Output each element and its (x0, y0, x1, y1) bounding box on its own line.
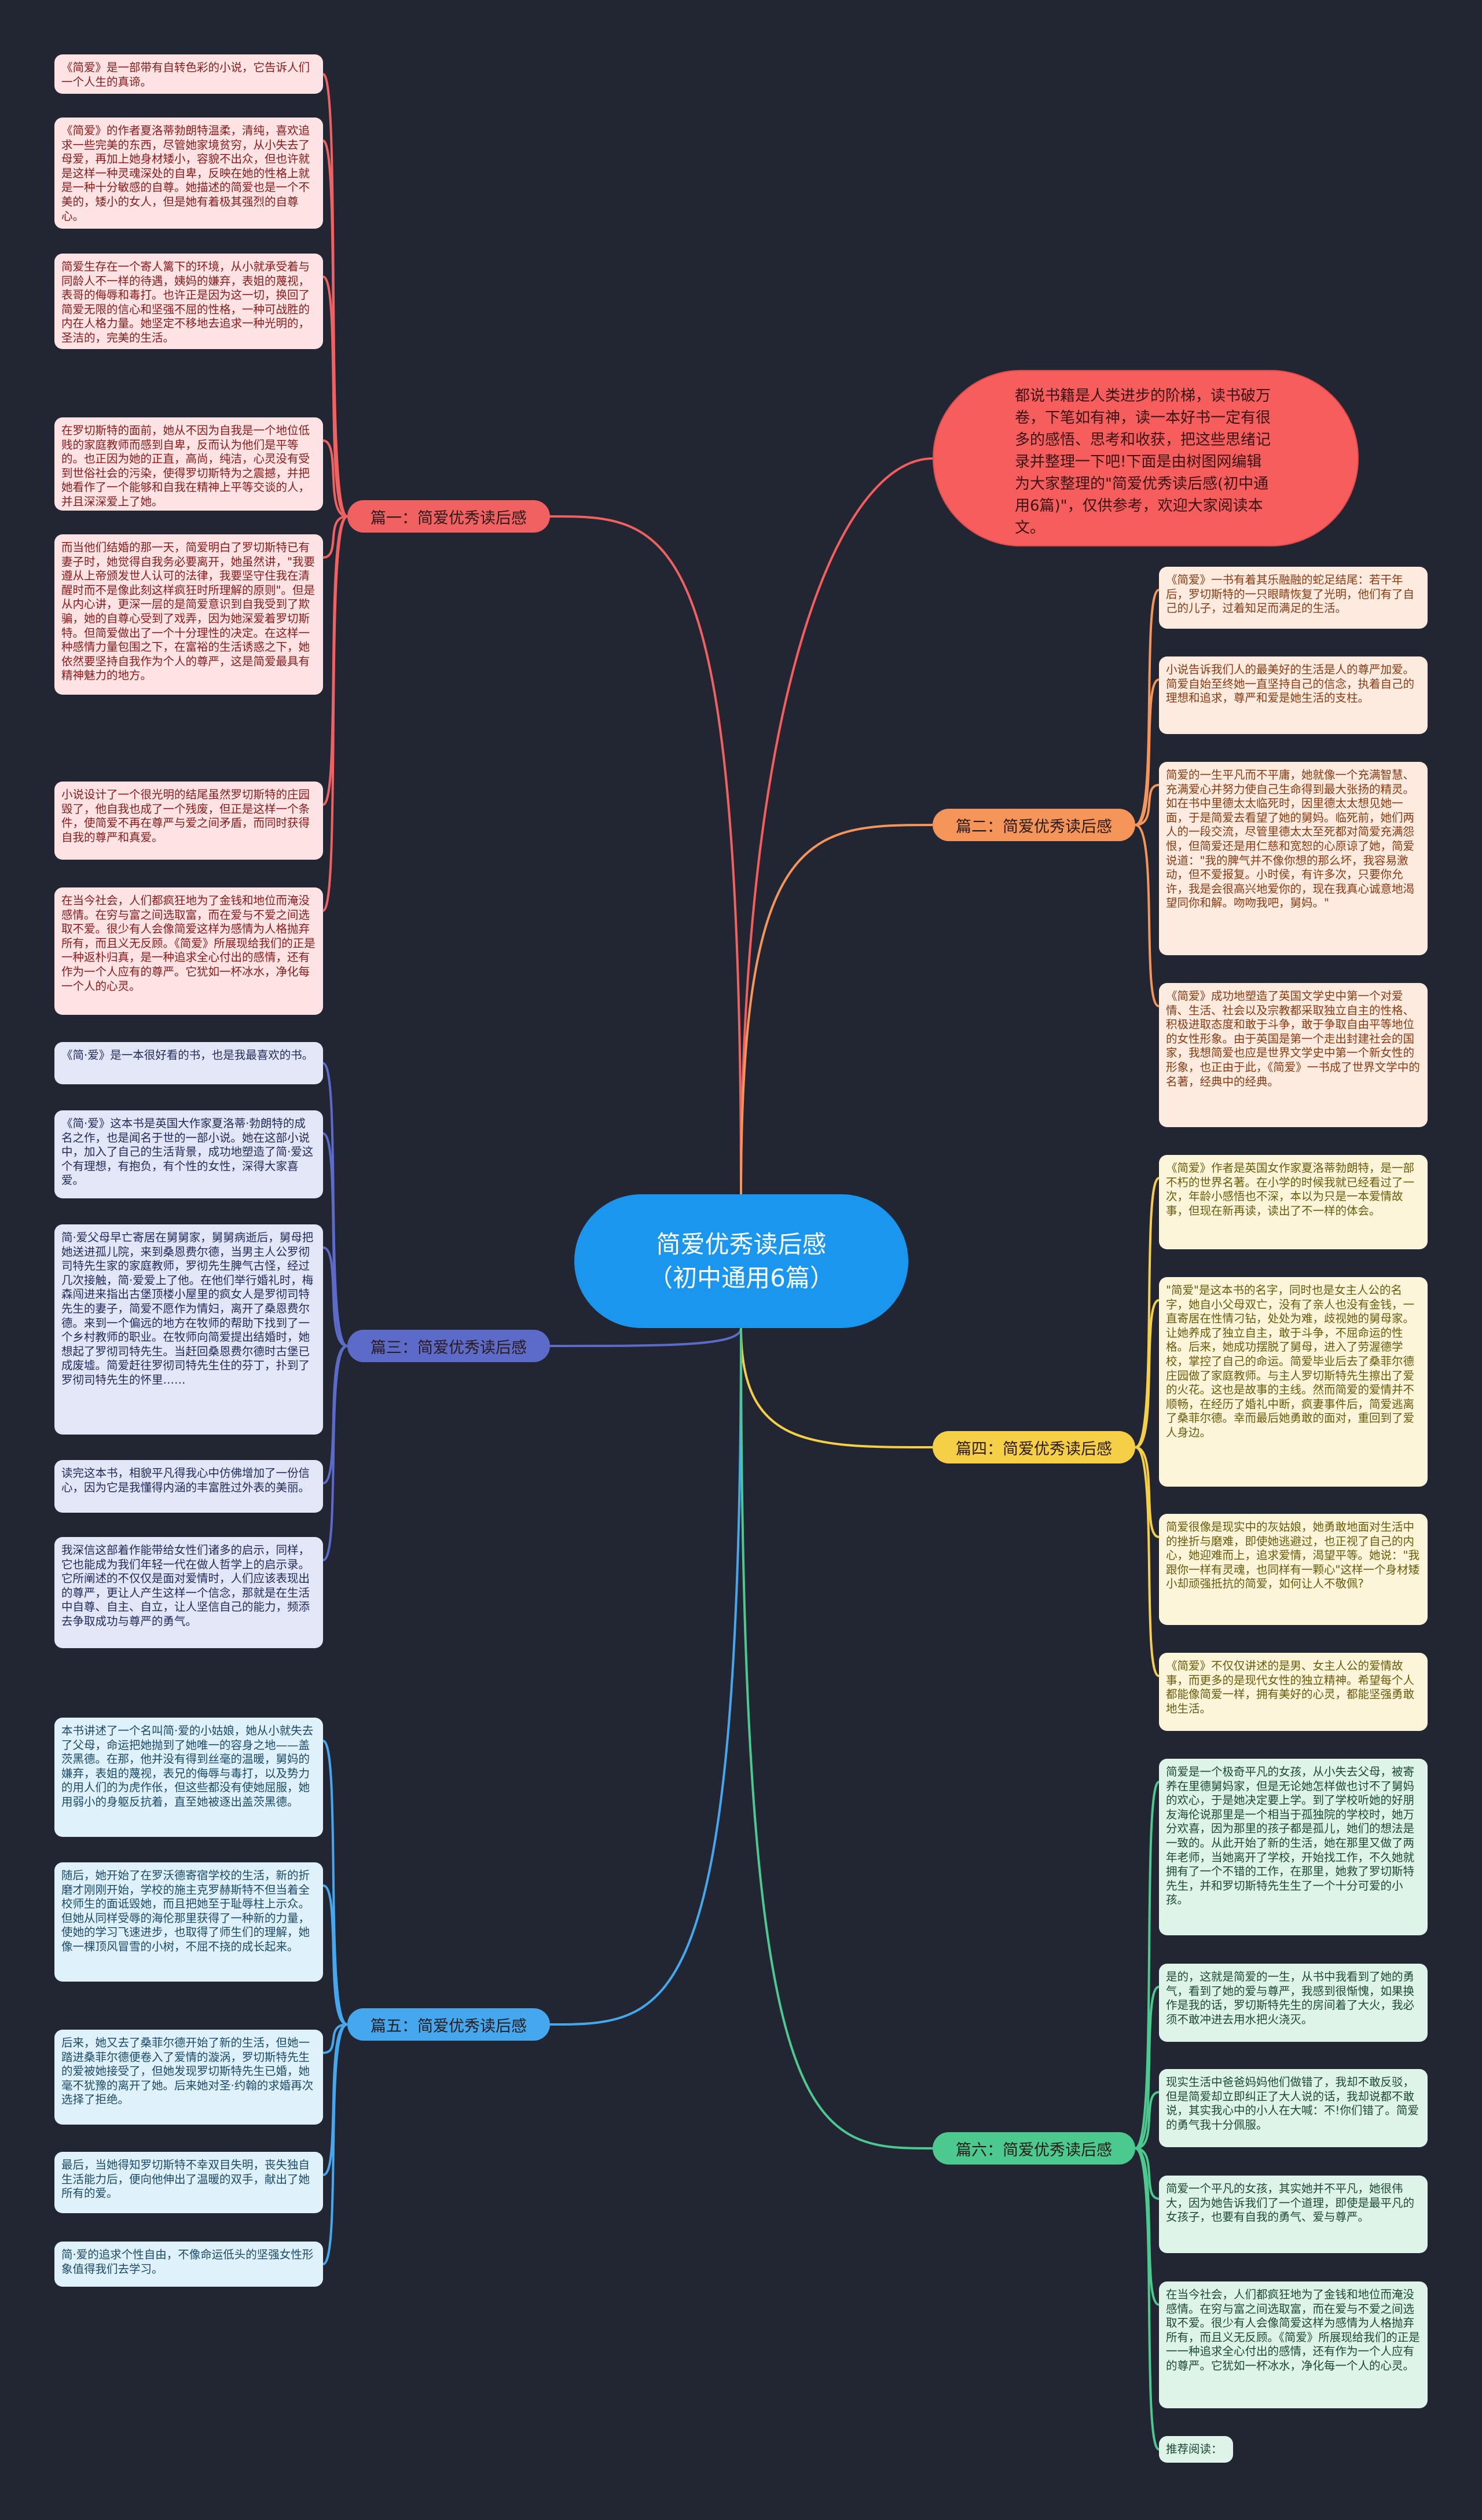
branch-leaf-connector (322, 140, 348, 518)
branch-six[interactable]: 篇六：简爱优秀读后感 (933, 2132, 1135, 2165)
root-branch-connector (740, 1327, 933, 1448)
leaf-note[interactable]: 是的，这就是简爱的一生，从书中我看到了她的勇气，看到了她的爱与尊严，我感到很惭愧… (1159, 1964, 1428, 2042)
root-branch-connector (740, 1327, 933, 2149)
branch-leaf-connector (322, 515, 348, 806)
branch-leaf-connector (1135, 1177, 1160, 1448)
leaf-note[interactable]: 简爱的一生平凡而不平庸，她就像一个充满智慧、充满爱心并努力使自己生命得到最大张扬… (1159, 762, 1428, 955)
leaf-note[interactable]: 在当今社会，人们都疯狂地为了金钱和地位而淹没感情。在穷与富之间选取富，而在爱与不… (54, 887, 323, 1015)
branch-leaf-connector (322, 1740, 348, 2026)
leaf-note[interactable]: 《简爱》的作者夏洛蒂勃朗特温柔，清纯，喜欢追求一些完美的东西，尽管她家境贫穷，从… (54, 118, 323, 229)
leaf-note[interactable]: 《简爱》成功地塑造了英国文学史中第一个对爱情、生活、社会以及宗教都采取独立自主的… (1159, 983, 1428, 1127)
branch-leaf-connector (1135, 1781, 1160, 2149)
leaf-note[interactable]: 简爱生存在一个寄人篱下的环境，从小就承受着与同龄人不一样的待遇，姨妈的嫌弃，表姐… (54, 254, 323, 349)
branch-leaf-connector (1135, 1986, 1160, 2149)
root-branch-connector (549, 1327, 742, 2026)
leaf-note[interactable]: 在罗切斯特的面前，她从不因为自我是一个地位低贱的家庭教师而感到自卑，反而认为他们… (54, 417, 323, 511)
branch-leaf-connector (1135, 1299, 1160, 1448)
branch-leaf-connector (322, 2023, 348, 2054)
branch-one[interactable]: 篇一：简爱优秀读后感 (347, 500, 550, 533)
leaf-note[interactable]: 随后，她开始了在罗沃德寄宿学校的生活，新的折磨才刚刚开始，学校的施主克罗赫斯特不… (54, 1862, 323, 1982)
root-branch-connector (549, 1327, 742, 1347)
branch-leaf-connector (322, 1345, 348, 1561)
leaf-note[interactable]: 最后，当她得知罗切斯特不幸双目失明，丧失独自生活能力后，便向他伸出了温暖的双手，… (54, 2152, 323, 2213)
branch-three[interactable]: 篇三：简爱优秀读后感 (347, 1330, 550, 1362)
branch-leaf-connector (1135, 1446, 1160, 1538)
leaf-note[interactable]: 《简爱》不仅仅讲述的是男、女主人公的爱情故事，而更多的是现代女性的独立精神。希望… (1159, 1653, 1428, 1731)
branch-leaf-connector (322, 1132, 348, 1347)
root-branch-connector (740, 824, 933, 1195)
root-branch-connector (549, 515, 742, 1195)
branch-leaf-connector (322, 276, 348, 518)
branch-leaf-connector (1135, 2147, 1160, 2200)
leaf-note[interactable]: 小说设计了一个很光明的结尾虽然罗切斯特的庄园毁了，他自我也成了一个残废，但正是这… (54, 782, 323, 860)
branch-leaf-connector (1135, 824, 1160, 1007)
intro-connector (740, 457, 933, 1195)
branch-leaf-connector (1135, 2147, 1160, 2306)
branch-leaf-connector (322, 1246, 348, 1347)
leaf-note[interactable]: 简·爱的追求个性自由，不像命运低头的坚强女性形象值得我们去学习。 (54, 2242, 323, 2287)
branch-leaf-connector (1135, 678, 1160, 826)
recommended-reading-node[interactable]: 推荐阅读： (1159, 2436, 1233, 2463)
leaf-note[interactable]: 本书讲述了一个名叫简·爱的小姑娘，她从小就失去了父母，命运把她抛到了她唯一的容身… (54, 1718, 323, 1837)
leaf-note[interactable]: 《简·爱》是一本很好看的书，也是我最喜欢的书。 (54, 1042, 323, 1084)
branch-leaf-connector (322, 1345, 348, 1484)
leaf-note[interactable]: 而当他们结婚的那一天，简爱明白了罗切斯特已有妻子时，她觉得自我务必要离开，她虽然… (54, 534, 323, 695)
leaf-note[interactable]: 简·爱父母早亡寄居在舅舅家，舅舅病逝后，舅母把她送进孤儿院，来到桑恩费尔德，当男… (54, 1224, 323, 1435)
branch-leaf-connector (1135, 2091, 1160, 2149)
leaf-note[interactable]: 现实生活中爸爸妈妈他们做错了，我却不敢反驳，但是简爱却立即纠正了大人说的话，我却… (1159, 2069, 1428, 2147)
branch-leaf-connector (322, 73, 349, 518)
branch-leaf-connector (322, 1062, 348, 1347)
leaf-note[interactable]: 读完这本书，相貌平凡得我心中仿佛增加了一份信心，因为它是我懂得内涵的丰富胜过外表… (54, 1460, 323, 1513)
leaf-note[interactable]: 《简·爱》这本书是英国大作家夏洛蒂·勃朗特的成名之作，也是闻名于世的一部小说。她… (54, 1110, 323, 1198)
leaf-note[interactable]: 简爱是一个极奇平凡的女孩，从小失去父母，被寄养在里德舅妈家，但是无论她怎样做也讨… (1159, 1759, 1428, 1935)
leaf-note[interactable]: 《简爱》是一部带有自转色彩的小说，它告诉人们一个人生的真谛。 (54, 54, 323, 94)
branch-five[interactable]: 篇五：简爱优秀读后感 (347, 2008, 550, 2041)
branch-leaf-connector (322, 2023, 348, 2176)
leaf-note[interactable]: 《简爱》一书有着其乐融融的蛇足结尾：若干年后，罗切斯特的一只眼睛恢复了光明，他们… (1159, 567, 1428, 629)
branch-leaf-connector (1135, 589, 1160, 826)
branch-four[interactable]: 篇四：简爱优秀读后感 (933, 1431, 1135, 1463)
branch-leaf-connector (322, 515, 348, 559)
leaf-note[interactable]: 我深信这部着作能带给女性们诸多的启示，同样，它也能成为我们年轻一代在做人哲学上的… (54, 1537, 323, 1648)
leaf-note[interactable]: 《简爱》作者是英国女作家夏洛蒂勃朗特，是一部不朽的世界名著。在小学的时候我就已经… (1159, 1155, 1428, 1249)
branch-leaf-connector (1135, 784, 1160, 826)
leaf-note[interactable]: 在当今社会，人们都疯狂地为了金钱和地位而淹没感情。在穷与富之间选取富，而在爱与不… (1159, 2281, 1428, 2408)
leaf-note[interactable]: 后来，她又去了桑菲尔德开始了新的生活，但她一踏进桑菲尔德便卷入了爱情的漩涡，罗切… (54, 2030, 323, 2125)
branch-leaf-connector (322, 1884, 348, 2026)
branch-leaf-connector (322, 515, 348, 912)
leaf-note[interactable]: 简爱一个平凡的女孩，其实她并不平凡，她很伟大，因为她告诉我们了一个道理，即使是最… (1159, 2176, 1428, 2253)
branch-leaf-connector (1135, 2147, 1160, 2451)
branch-leaf-connector (322, 439, 348, 518)
leaf-note[interactable]: 简爱很像是现实中的灰姑娘，她勇敢地面对生活中的挫折与磨难，即使她逃避过，也正视了… (1159, 1514, 1428, 1625)
branch-leaf-connector (322, 2023, 348, 2265)
branch-two[interactable]: 篇二：简爱优秀读后感 (933, 809, 1135, 841)
root-topic[interactable]: 简爱优秀读后感（初中通用6篇） (574, 1194, 908, 1328)
branch-leaf-connector (1135, 1446, 1160, 1677)
leaf-note[interactable]: "简爱"是这本书的名字，同时也是女主人公的名字，她自小父母双亡，没有了亲人也没有… (1159, 1277, 1428, 1487)
intro-node[interactable]: 都说书籍是人类进步的阶梯，读书破万卷，下笔如有神，读一本好书一定有很多的感悟、思… (933, 370, 1359, 546)
leaf-note[interactable]: 小说告诉我们人的最美好的生活是人的尊严加爱。简爱自始至终她一直坚持自己的信念，执… (1159, 656, 1428, 734)
